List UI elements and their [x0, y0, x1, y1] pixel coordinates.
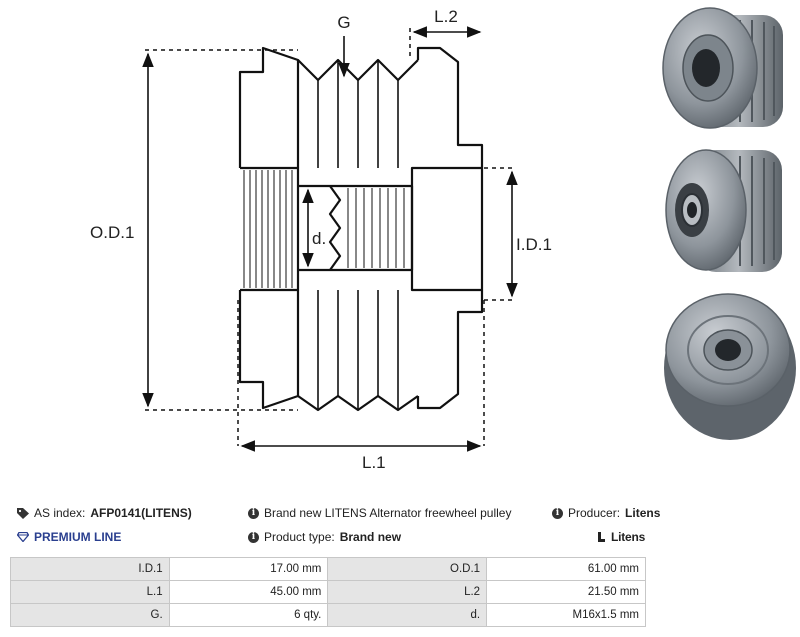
- description: i Brand new LITENS Alternator freewheel …: [248, 502, 511, 524]
- producer-label: Producer:: [568, 506, 621, 520]
- spec-label: I.D.1: [10, 557, 170, 581]
- label-l1: L.1: [362, 453, 386, 472]
- specs-table: I.D.1 17.00 mm O.D.1 61.00 mm L.1 45.00 …: [10, 557, 646, 627]
- pulley-photo-3: [664, 293, 796, 440]
- spec-label: d.: [327, 603, 488, 627]
- as-index: AS index: AFP0141(LITENS): [17, 502, 192, 524]
- brand-logo: Litens: [597, 526, 645, 548]
- tag-icon: [17, 507, 29, 519]
- label-od1: O.D.1: [90, 223, 134, 242]
- table-row: L.1 45.00 mm L.2 21.50 mm: [10, 580, 646, 604]
- table-row: I.D.1 17.00 mm O.D.1 61.00 mm: [10, 557, 646, 581]
- label-l2: L.2: [434, 7, 458, 26]
- description-text: Brand new LITENS Alternator freewheel pu…: [264, 506, 512, 520]
- diamond-icon: [17, 532, 29, 542]
- spec-label: O.D.1: [327, 557, 488, 581]
- spec-value: 45.00 mm: [168, 580, 329, 604]
- info-row-2: PREMIUM LINE i Product type: Brand new L…: [0, 526, 800, 548]
- pulley-thread-profile: [328, 185, 342, 271]
- pulley-left-flange: [238, 46, 300, 168]
- producer: i Producer: Litens: [552, 502, 660, 524]
- label-d: d.: [312, 229, 326, 248]
- product-type-value: Brand new: [339, 530, 402, 544]
- brand-logo-text: Litens: [611, 530, 646, 544]
- spec-value: M16x1.5 mm: [486, 603, 646, 627]
- premium-line-label: PREMIUM LINE: [34, 530, 122, 544]
- pulley-technical-drawing: G L.2 O.D.1 d. I.D.1 L.1: [90, 7, 552, 472]
- label-g: G: [337, 13, 350, 32]
- info-row-1: AS index: AFP0141(LITENS) i Brand new LI…: [0, 502, 800, 524]
- info-icon: i: [248, 531, 259, 543]
- product-type-label: Product type:: [264, 530, 335, 544]
- as-index-label: AS index:: [34, 506, 86, 520]
- spec-label: L.2: [327, 580, 488, 604]
- pulley-splined-bore: [240, 166, 300, 292]
- spec-value: 61.00 mm: [486, 557, 646, 581]
- label-id1: I.D.1: [516, 235, 552, 254]
- product-type: i Product type: Brand new: [248, 526, 401, 548]
- info-icon: i: [552, 507, 563, 519]
- pulley-photo-1: [662, 7, 783, 129]
- litens-logo-icon: [597, 532, 606, 542]
- spec-value: 6 qty.: [168, 603, 329, 627]
- pulley-rib-profile-top: [297, 58, 419, 82]
- spec-label: L.1: [10, 580, 170, 604]
- table-row: G. 6 qty. d. M16x1.5 mm: [10, 603, 646, 627]
- pulley-photo-2: [665, 149, 782, 272]
- info-icon: i: [248, 507, 259, 519]
- as-index-value: AFP0141(LITENS): [90, 506, 192, 520]
- spec-value: 17.00 mm: [168, 557, 329, 581]
- producer-value: Litens: [625, 506, 661, 520]
- spec-label: G.: [10, 603, 170, 627]
- spec-value: 21.50 mm: [486, 580, 646, 604]
- product-photos: [662, 7, 796, 440]
- premium-line: PREMIUM LINE: [17, 526, 121, 548]
